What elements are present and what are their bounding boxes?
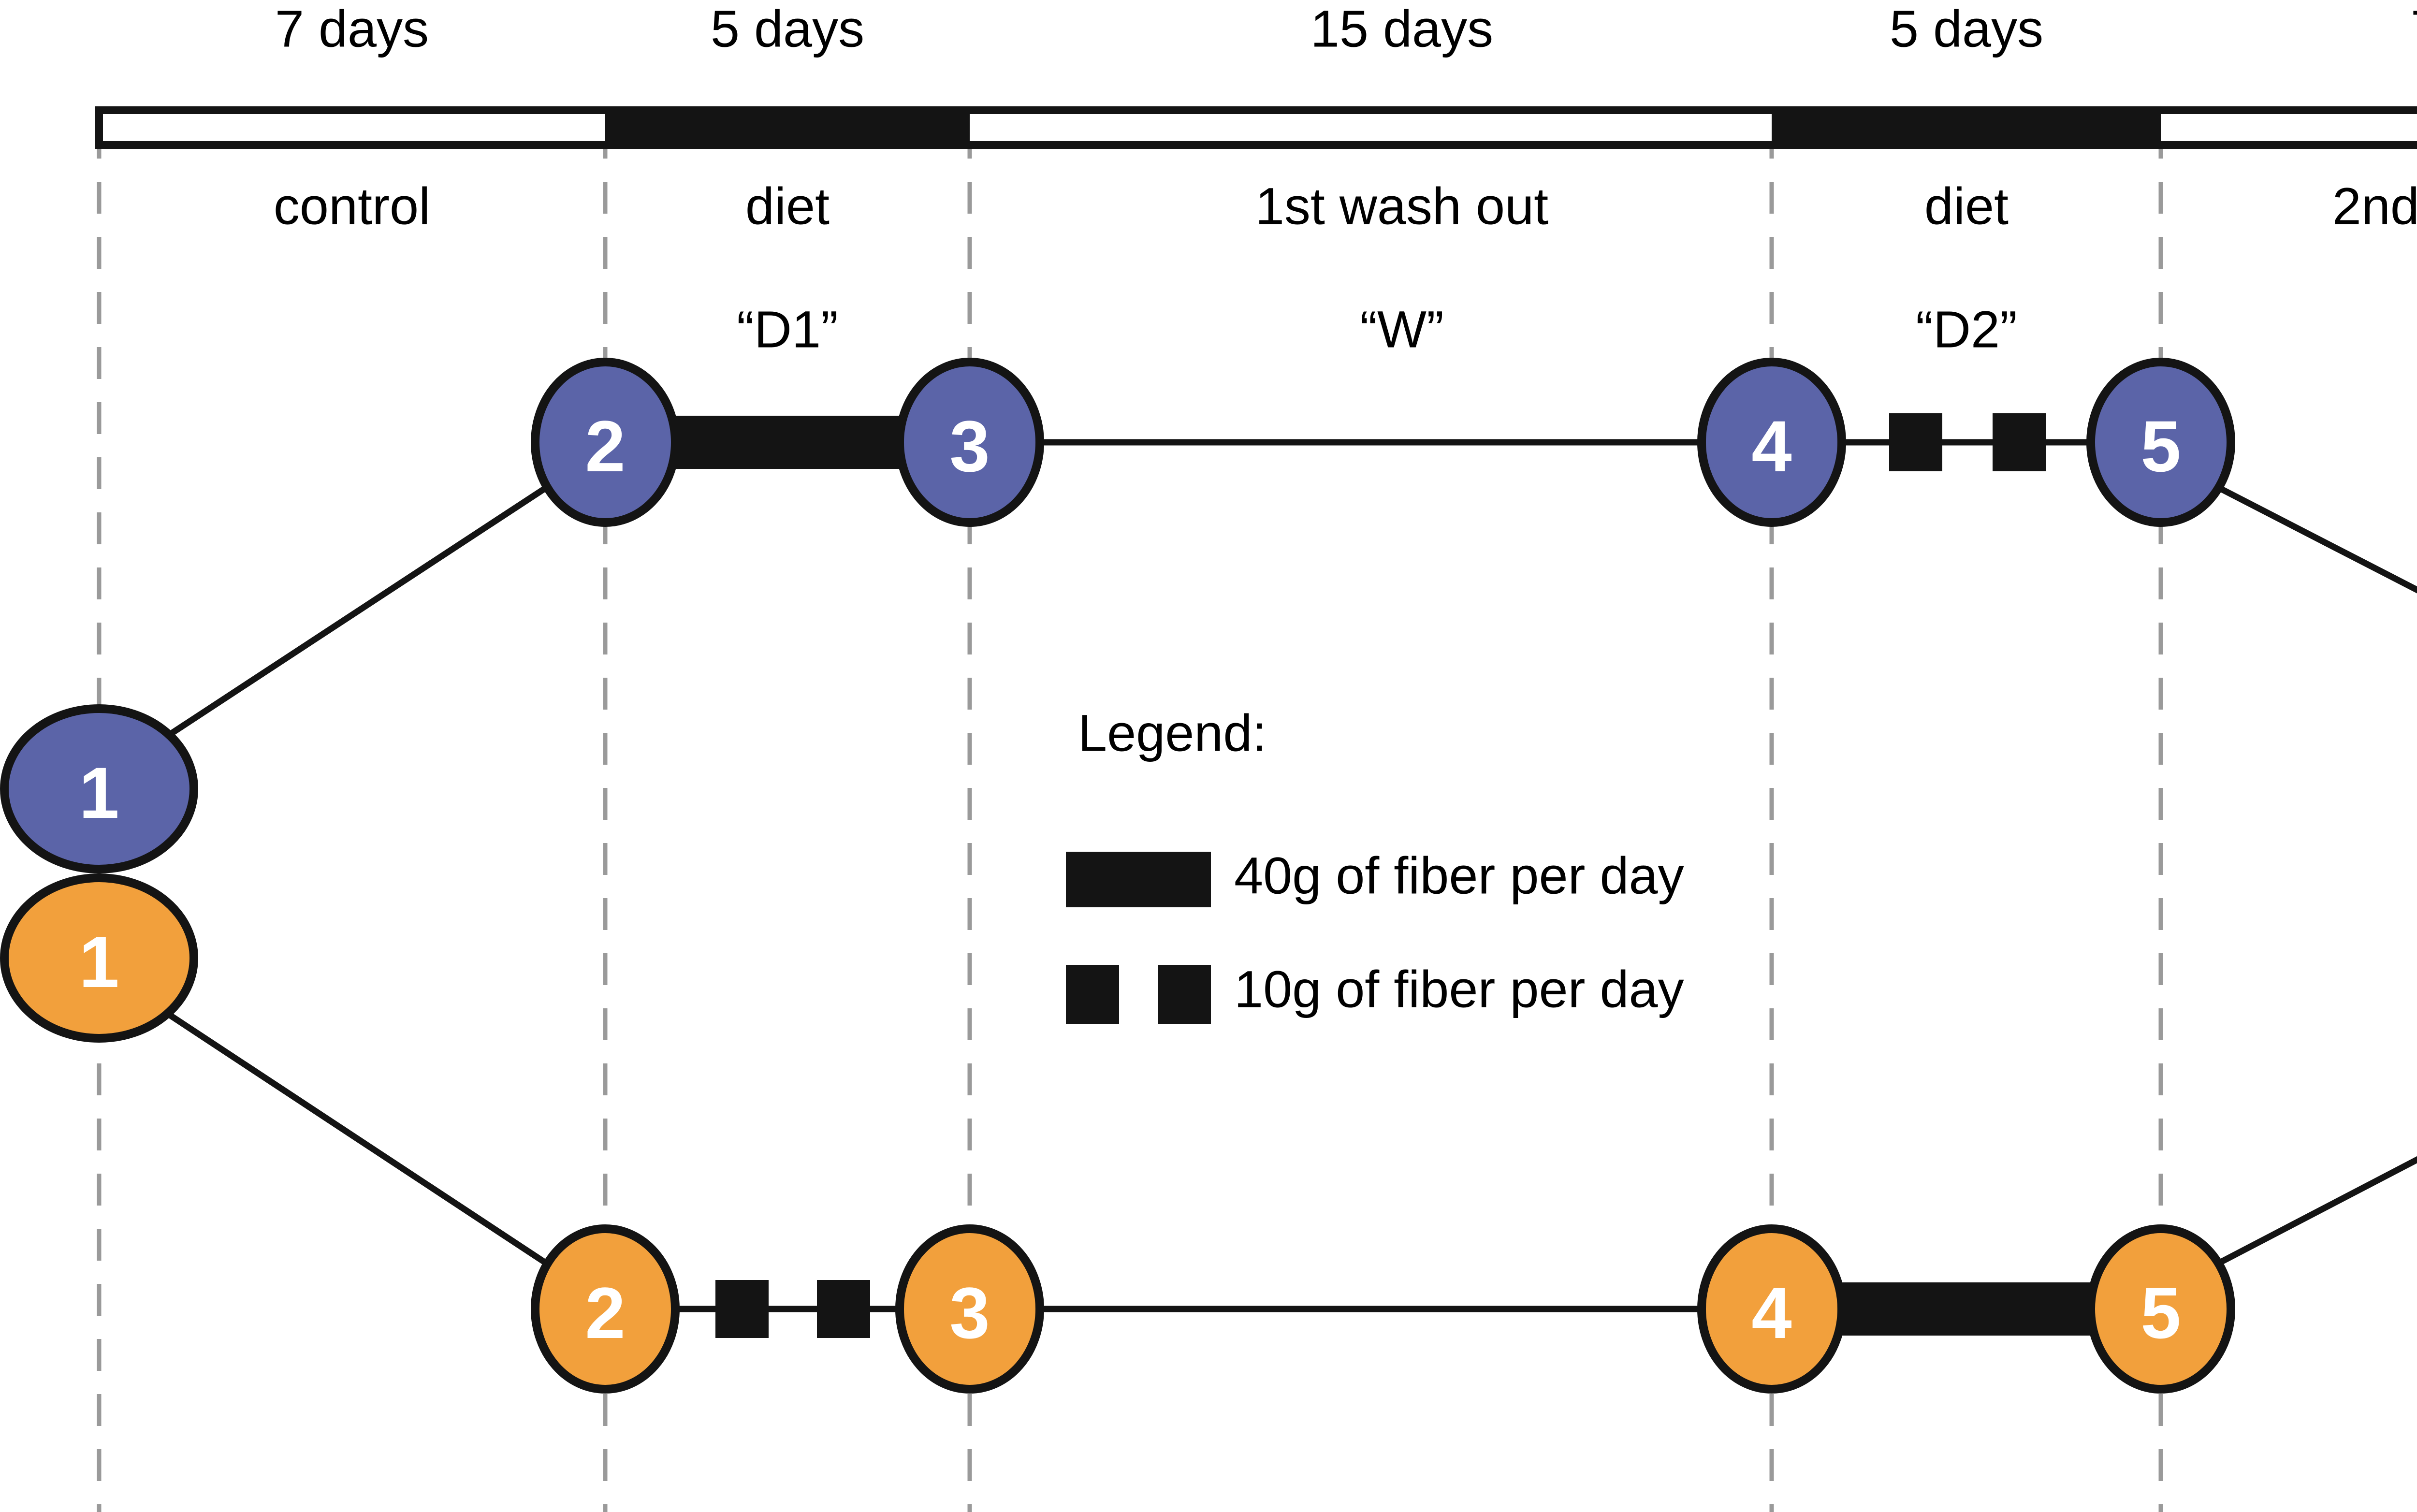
phase-name-labels: control diet 1st wash out diet 2nd wash … [274,177,2417,235]
link-b-5-6 [2218,1156,2417,1265]
legend-entry-high-fiber: 40g of fiber per day [1066,846,1684,907]
group-a-links [160,413,2417,742]
timeline-segment-diet2 [1772,106,2161,149]
legend-label-high-fiber: 40g of fiber per day [1234,846,1684,905]
link-a-4-5-square-2 [1993,413,2046,471]
link-b-2-3-square-2 [817,1280,870,1338]
node-b-4-label: 4 [1751,1272,1791,1353]
duration-washout2: 7 days [2411,0,2417,58]
phase-code-washout1: “W” [1360,300,1444,359]
timeline-bar [95,106,2417,149]
legend-title: Legend: [1078,704,1267,762]
phase-name-diet2: diet [1924,177,2009,235]
group-a-nodes: 1 2 3 4 5 6 [0,358,2235,873]
duration-labels: 7 days 5 days 15 days 5 days 7 days [275,0,2417,58]
node-b-1-label: 1 [79,921,119,1003]
node-b-2[interactable]: 2 [531,1224,680,1394]
legend-swatch-thick-solid-icon [1066,852,1211,907]
group-b-links [158,1005,2417,1338]
node-a-1-label: 1 [79,752,119,833]
phase-code-diet1: “D1” [737,300,838,359]
node-a-2[interactable]: 2 [531,358,680,527]
node-a-2-label: 2 [585,406,625,487]
node-b-5[interactable]: 5 [2086,1224,2235,1394]
phase-name-control: control [274,177,430,235]
phase-code-diet2: “D2” [1916,300,2017,359]
phase-name-washout1: 1st wash out [1255,177,1548,235]
legend-swatch-dashed-square-2-icon [1158,965,1211,1024]
legend-swatch-dashed-square-1-icon [1066,965,1119,1024]
node-b-5-label: 5 [2140,1272,2181,1353]
node-a-5[interactable]: 5 [2086,358,2235,527]
node-a-5-label: 5 [2140,406,2181,487]
link-b-1-2 [158,1005,547,1265]
node-a-3[interactable]: 3 [895,358,1044,527]
legend: Legend: 40g of fiber per day 10g of fibe… [1066,704,1684,1024]
legend-entry-low-fiber: 10g of fiber per day [1066,960,1684,1024]
link-a-5-6 [2216,484,2417,594]
node-a-4-label: 4 [1751,406,1791,487]
phase-name-diet1: diet [745,177,830,235]
duration-diet2: 5 days [1890,0,2043,58]
node-a-1[interactable]: 1 [0,704,198,873]
phase-name-washout2: 2nd wash out [2332,177,2417,235]
link-b-2-3-square-1 [715,1280,769,1338]
node-b-1[interactable]: 1 [0,873,198,1043]
legend-label-low-fiber: 10g of fiber per day [1234,960,1684,1018]
link-a-1-2 [160,485,547,742]
link-a-4-5-square-1 [1889,413,1942,471]
link-b-4-5-thick-bar [1818,1282,2096,1336]
node-a-3-label: 3 [949,406,990,487]
phase-code-labels: “D1” “W” “D2” [737,300,2017,359]
node-b-3[interactable]: 3 [895,1224,1044,1394]
timeline-segment-diet1 [605,106,970,149]
duration-washout1: 15 days [1310,0,1493,58]
duration-control: 7 days [275,0,429,58]
link-a-2-3-thick-bar [653,416,923,469]
group-b-nodes: 1 2 3 4 5 6 [0,873,2235,1394]
node-b-3-label: 3 [949,1272,990,1353]
node-a-4[interactable]: 4 [1697,358,1846,527]
node-b-4[interactable]: 4 [1697,1224,1846,1394]
duration-diet1: 5 days [711,0,864,58]
node-b-2-label: 2 [585,1272,625,1353]
